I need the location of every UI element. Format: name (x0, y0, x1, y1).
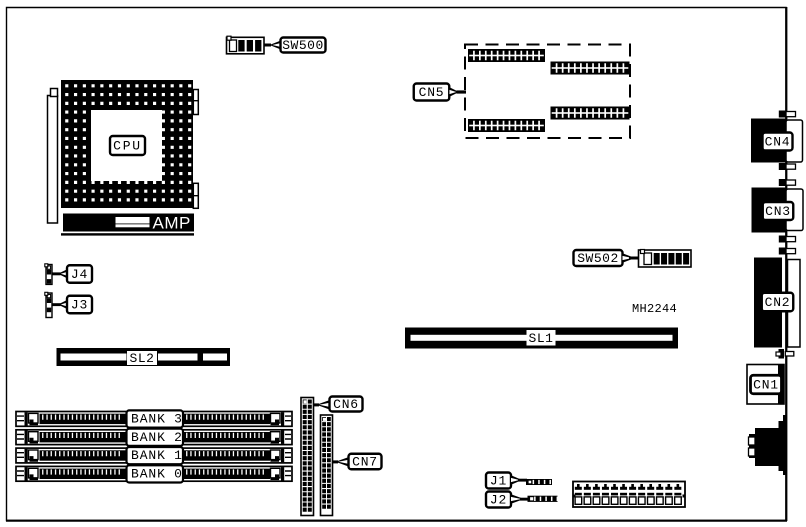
svg-text:0: 0 (174, 466, 182, 481)
svg-text:SW500: SW500 (282, 38, 324, 53)
svg-text:AMP: AMP (153, 213, 191, 232)
svg-text:CPU: CPU (113, 139, 142, 154)
svg-text:SL1: SL1 (529, 331, 554, 346)
svg-text:2: 2 (174, 430, 182, 445)
svg-text:3: 3 (174, 412, 182, 427)
svg-text:J3: J3 (71, 298, 88, 313)
svg-text:MH2244: MH2244 (632, 302, 677, 316)
svg-text:BANK: BANK (131, 430, 166, 445)
svg-text:CN3: CN3 (765, 204, 791, 219)
svg-text:SL2: SL2 (130, 351, 155, 366)
svg-text:J1: J1 (490, 474, 507, 489)
svg-text:BANK: BANK (131, 466, 166, 481)
svg-text:BANK: BANK (131, 448, 166, 463)
svg-text:J4: J4 (71, 267, 88, 282)
svg-text:CN5: CN5 (419, 85, 445, 100)
svg-text:SW502: SW502 (577, 251, 619, 266)
svg-text:CN6: CN6 (333, 397, 359, 412)
svg-text:CN1: CN1 (753, 378, 779, 393)
svg-text:CN7: CN7 (352, 455, 378, 470)
svg-text:BANK: BANK (131, 412, 166, 427)
svg-text:1: 1 (174, 448, 182, 463)
svg-text:J2: J2 (490, 493, 507, 508)
svg-text:CN2: CN2 (765, 295, 791, 310)
svg-text:CN4: CN4 (765, 135, 791, 150)
